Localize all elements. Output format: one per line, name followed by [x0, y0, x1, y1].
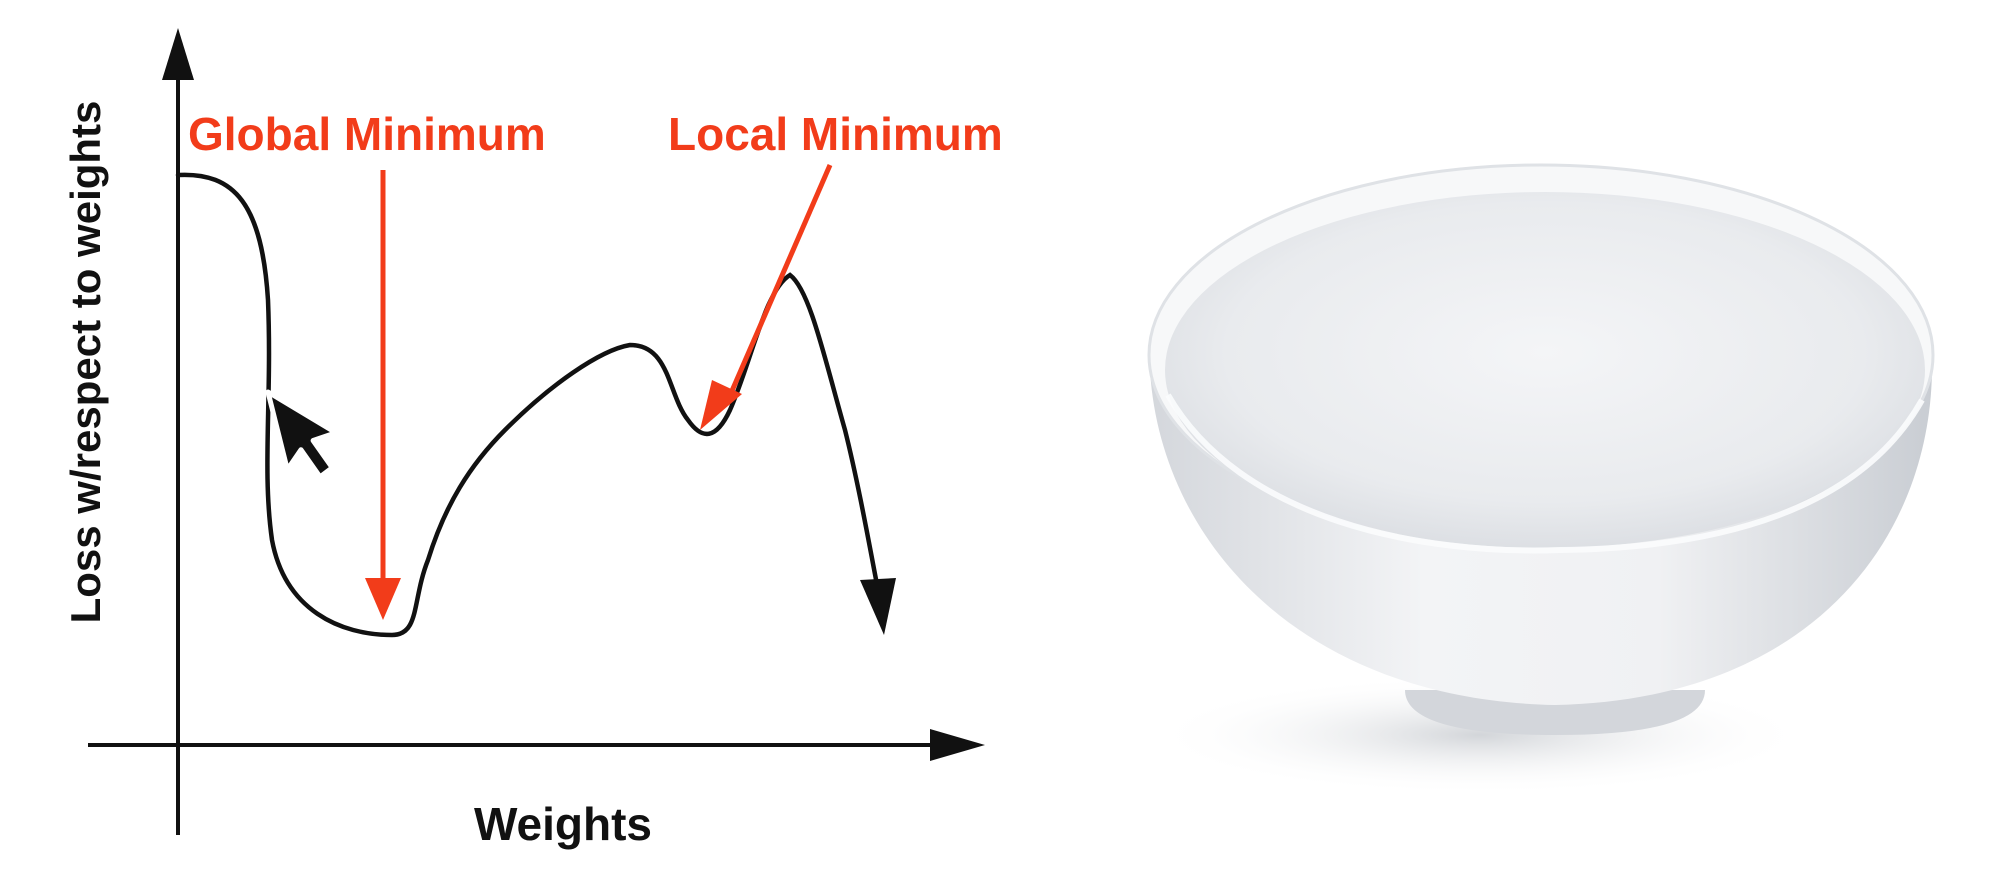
curve-end-arrowhead [860, 578, 896, 635]
x-axis-label: Weights [474, 798, 652, 850]
bowl-photo [1147, 163, 1935, 795]
bowl-interior [1165, 192, 1925, 548]
global-minimum-arrow [365, 170, 401, 620]
loss-curve [175, 172, 883, 638]
bowl-rim-highlight [1165, 393, 1925, 554]
bowl-icon [1147, 163, 1935, 705]
y-axis-label: Loss w/respect to weights [62, 101, 109, 624]
x-axis-arrowhead [930, 729, 985, 761]
bowl-foot [1405, 690, 1705, 735]
x-axis [88, 729, 985, 761]
local-minimum-arrow [700, 164, 833, 430]
mouse-pointer-icon [265, 389, 339, 480]
y-axis [162, 28, 194, 835]
y-axis-arrowhead [162, 28, 194, 80]
local-minimum-label: Local Minimum [668, 108, 1003, 160]
global-minimum-label: Global Minimum [188, 108, 546, 160]
loss-diagram: Global Minimum Local Minimum Loss w/resp… [62, 28, 1003, 850]
